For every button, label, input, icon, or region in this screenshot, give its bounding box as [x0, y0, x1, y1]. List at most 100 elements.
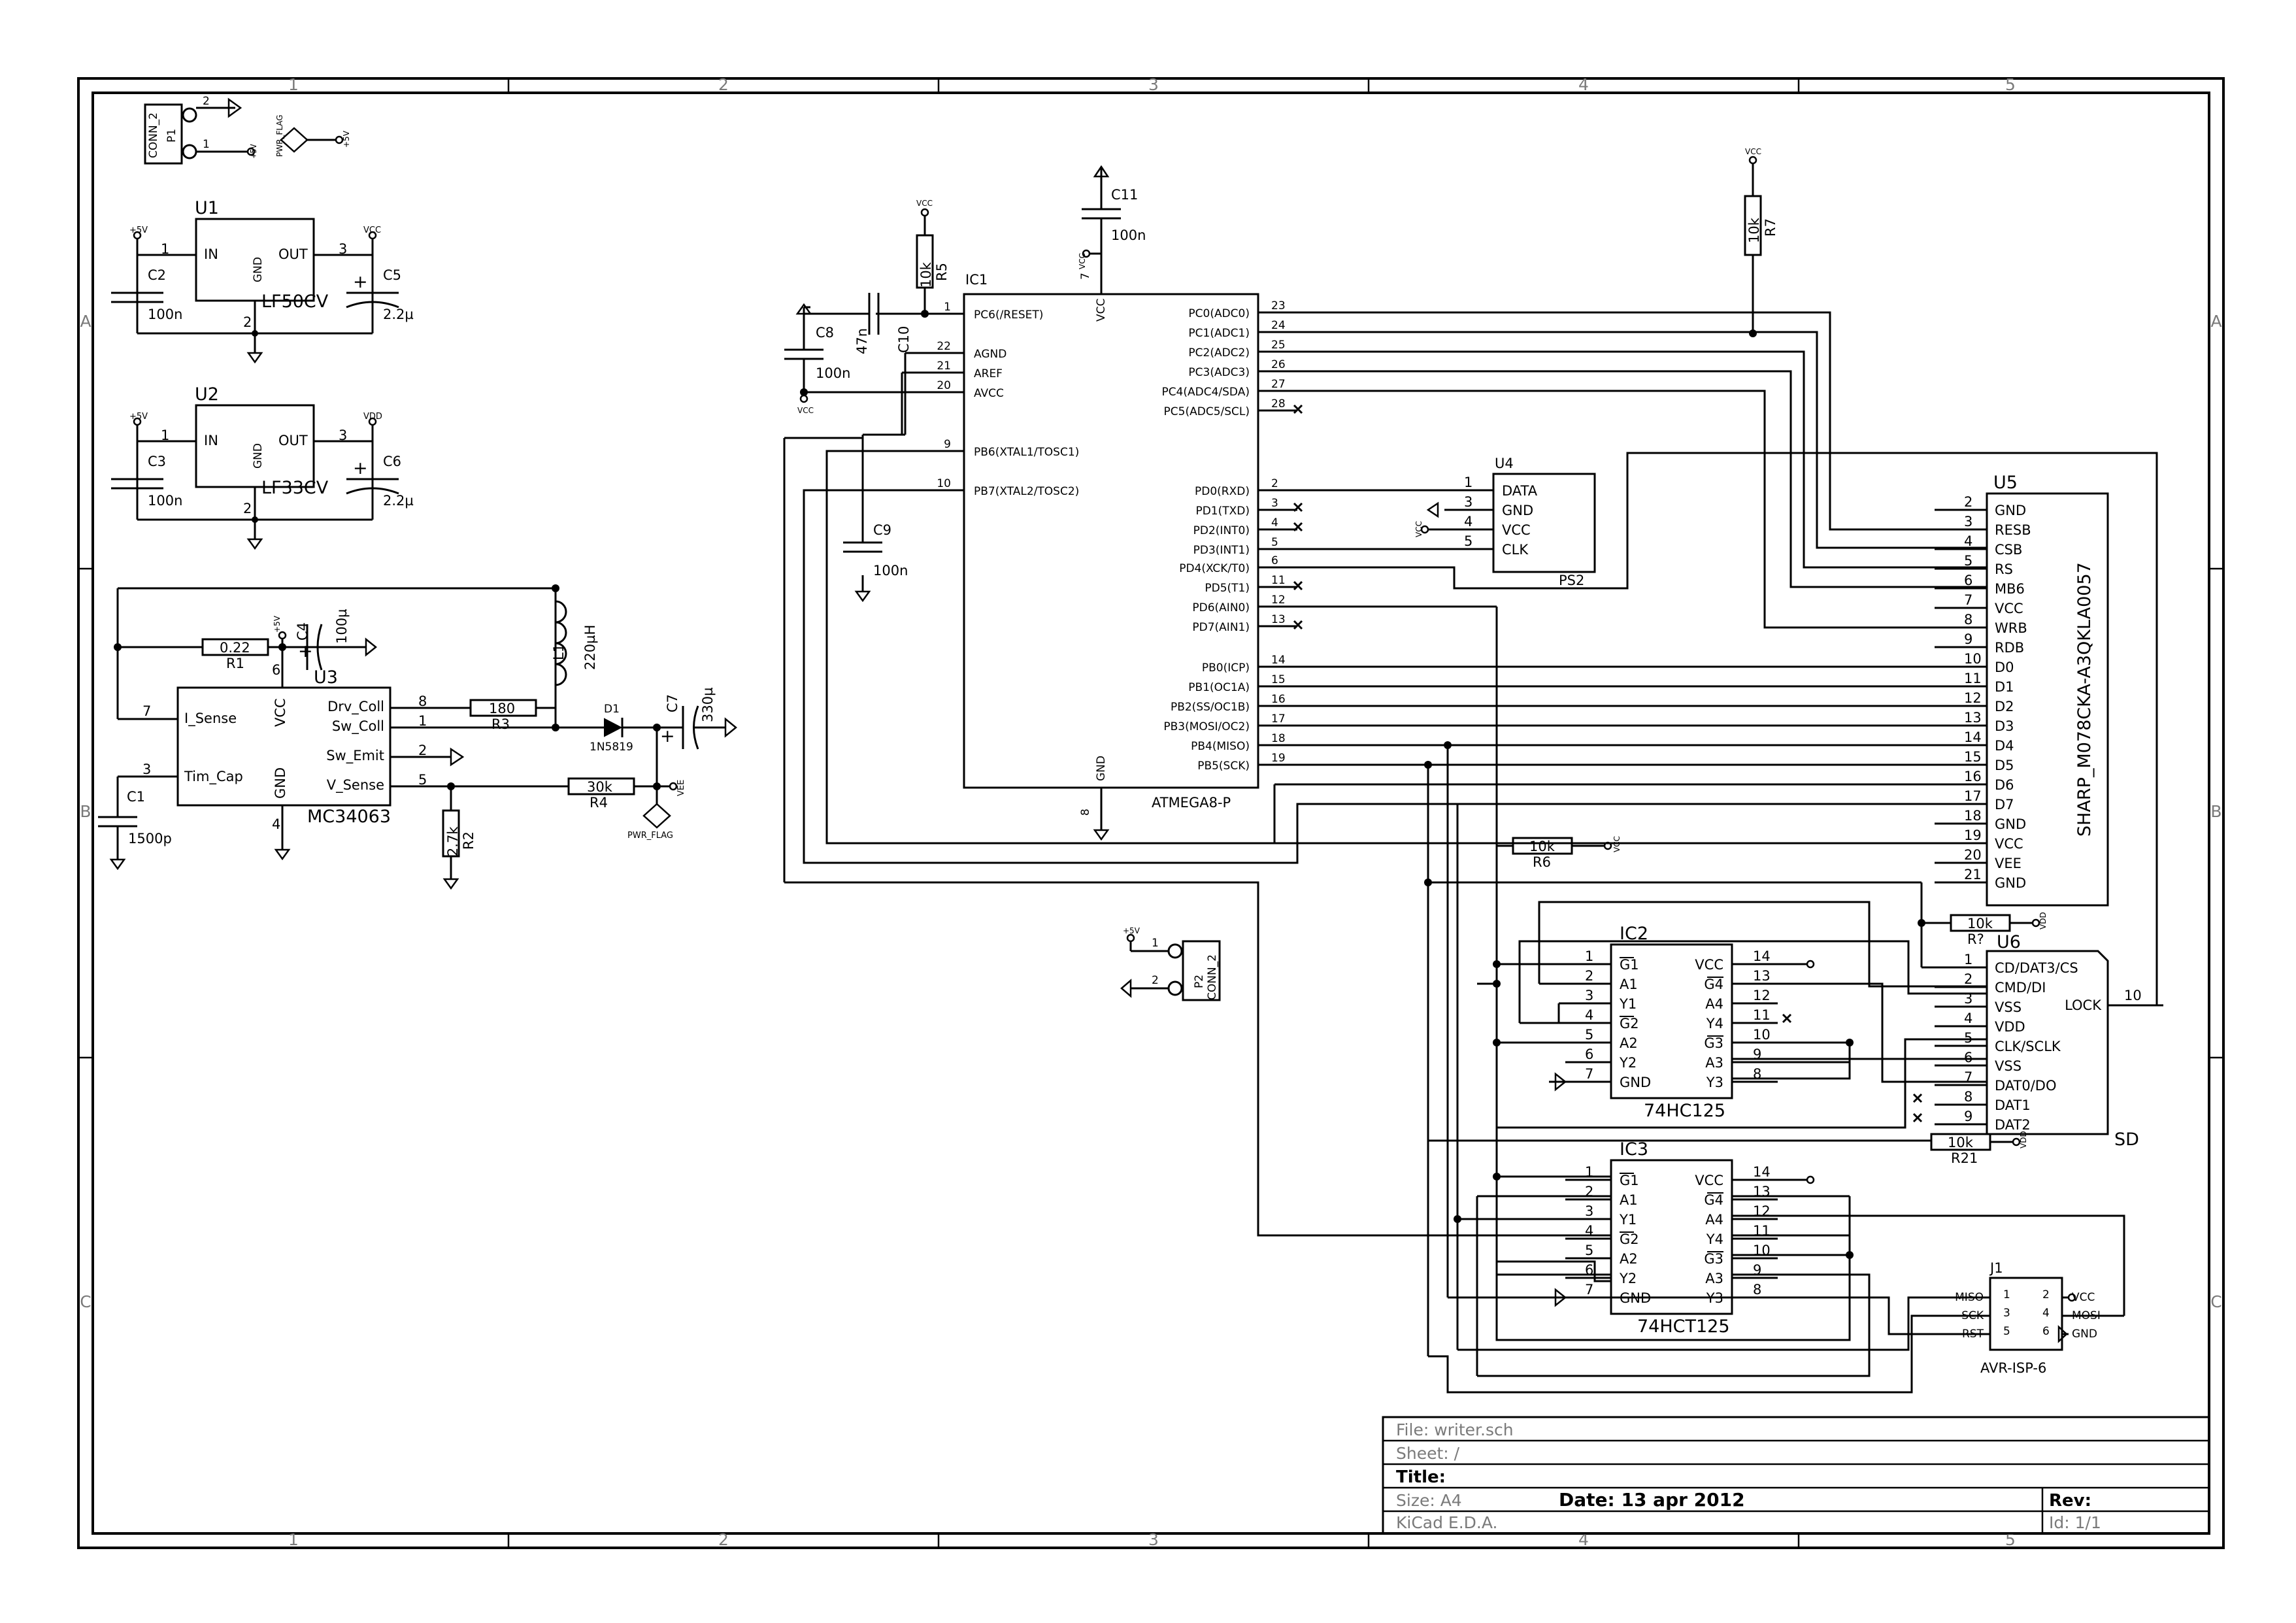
p1-ref: P1 [165, 129, 178, 142]
ic3-pin-name: Y4 [1706, 1231, 1723, 1247]
u6-pin-name: VDD [1995, 1019, 2025, 1035]
title-id: Id: 1/1 [2049, 1513, 2101, 1532]
ic1-pin-number: 1 [944, 301, 951, 314]
ic3-pin-name: G1 [1620, 1173, 1639, 1188]
ic1-pin-name: PB1(OC1A) [1188, 681, 1250, 694]
ic1-pin-name: PD1(TXD) [1195, 505, 1250, 518]
inductor-l1: L1 220µH [551, 600, 598, 686]
u1-pin1: 1 [161, 241, 169, 257]
u5-pin-name: D1 [1995, 679, 2014, 695]
u6-lock-name: LOCK [2065, 997, 2102, 1013]
u2-in-power: +5V [129, 412, 148, 422]
diode-d1: D1 1N5819 [590, 703, 657, 754]
u1-ref: U1 [195, 198, 219, 218]
col-label-bottom: 4 [1578, 1530, 1589, 1549]
c5-plus: + [353, 272, 368, 292]
u5-pin-number: 9 [1964, 631, 1972, 647]
resistor-r-unnamed: 10k R? VDD [1950, 912, 2048, 947]
u5-pin-number: 11 [1964, 671, 1982, 686]
p2-pin2: 2 [1152, 974, 1159, 987]
col-label-top: 2 [718, 75, 729, 94]
u3-value: MC34063 [307, 807, 391, 827]
r1-value: 0.22 [220, 640, 250, 656]
c6-value: 2.2µ [383, 493, 414, 509]
u5-pin-number: 12 [1964, 690, 1982, 706]
u3-pin-name: Drv_Coll [327, 699, 384, 715]
ic1-pin-name: AVCC [974, 387, 1004, 400]
ic3-pin-name: VCC [1695, 1173, 1723, 1188]
ic1-gnd-pin: 8 [1079, 809, 1092, 816]
resistor-r7: 10k R7 VCC [1744, 147, 1778, 337]
u5-pin-number: 19 [1964, 828, 1982, 843]
ic1-ref: IC1 [965, 272, 988, 288]
u5-pin-name: D0 [1995, 660, 2014, 675]
u5-pin-number: 18 [1964, 808, 1982, 824]
ic2-pin-number: 3 [1585, 988, 1593, 1003]
u3-vcc-power: +5V [273, 615, 282, 633]
u4-pin-number: 4 [1464, 514, 1472, 529]
ic2-pin-name: GND [1620, 1075, 1651, 1090]
d1-ref: D1 [604, 703, 620, 716]
c4-value: 100µ [334, 609, 350, 644]
display-u5: U5 SHARP_M078CKA-A3QKLA0057 GND2RESB3CSB… [1935, 473, 2109, 907]
u3-network: +5V [114, 584, 657, 890]
r6-ref: R6 [1533, 854, 1551, 870]
ic1-pin-name: PB6(XTAL1/TOSC1) [974, 446, 1079, 459]
ic1-pin-number: 9 [944, 438, 951, 451]
ic1-pin-name: PD6(AIN0) [1192, 601, 1250, 614]
regulator-u1: U1 IN OUT GND LF50CV 1 3 2 +5V VCC [129, 198, 381, 364]
ic1-pin-name: AGND [974, 348, 1007, 361]
connector-j1-isp: J1 AVR-ISP-6 MISO SCK RST VCC MOSI GND 1… [1948, 1260, 2124, 1376]
c2-value: 100n [148, 307, 182, 322]
title-tool: KiCad E.D.A. [1396, 1513, 1497, 1532]
u6-lock-pin: 10 [2124, 988, 2142, 1003]
ic3-value: 74HCT125 [1637, 1316, 1730, 1337]
u1-in-power: +5V [129, 226, 148, 235]
row-label-right: B [2210, 802, 2221, 821]
r4-ref: R4 [590, 795, 608, 811]
row-label-right: C [2210, 1292, 2221, 1311]
u5-pin-number: 10 [1964, 651, 1982, 667]
connector-p1: 2 1 CONN_2 P1 +5V [144, 95, 258, 165]
col-label-bottom: 5 [2005, 1530, 2016, 1549]
ic1-pin-name: PB5(SCK) [1197, 760, 1250, 773]
ic1-pin-name: PC6(/RESET) [974, 309, 1043, 322]
ic2-pin-name: Y4 [1706, 1016, 1723, 1031]
ic3-pin-name: G2 [1620, 1231, 1639, 1247]
col-label-bottom: 3 [1148, 1530, 1159, 1549]
j1-pin: 2 [2042, 1288, 2050, 1301]
ic1-pin-name: PC5(ADC5/SCL) [1164, 405, 1250, 418]
u3-pin-number: 8 [418, 694, 427, 709]
c5-value: 2.2µ [383, 307, 414, 322]
ic1-support: VCC VCC VCC [795, 165, 1110, 603]
u3-pin-number: 7 [142, 703, 151, 719]
j1-pin: 5 [2003, 1325, 2010, 1338]
capacitor-c5: + C5 2.2µ [346, 267, 414, 322]
u5-pin-number: 8 [1964, 612, 1972, 627]
u3-pin-number: 1 [418, 713, 427, 729]
u4-pin-name: DATA [1502, 483, 1538, 499]
capacitor-c8: C8 100n [784, 325, 850, 381]
ic1-pin-number: 25 [1271, 339, 1286, 352]
ic3-pin-number: 8 [1753, 1282, 1761, 1297]
u4-pin-name: VCC [1502, 522, 1531, 538]
u5-pin-name: GND [1995, 503, 2026, 518]
ic3-pin-name: G3 [1704, 1251, 1723, 1267]
ic1-pin-number: 11 [1271, 574, 1286, 587]
u2-value: LF33CV [261, 478, 329, 498]
u5-pin-number: 17 [1964, 788, 1982, 804]
row-label-left: C [80, 1292, 91, 1311]
ic1-vcc-power: VCC [1078, 253, 1087, 269]
capacitor-c2: C2 100n [111, 267, 182, 322]
ic1-pin-number: 14 [1271, 654, 1286, 667]
u4-pin-number: 5 [1464, 533, 1472, 549]
u5-pin-number: 3 [1964, 514, 1972, 529]
ic2-pin-number: 10 [1753, 1027, 1771, 1043]
u6-pin-number: 1 [1964, 952, 1972, 967]
ic2-pin-name: G4 [1704, 977, 1723, 992]
ic1-pin-name: PD2(INT0) [1193, 524, 1250, 537]
ic1-vcc-name: VCC [1095, 299, 1108, 322]
ic3-pin-number: 14 [1753, 1164, 1771, 1180]
u5-pin-name: RESB [1995, 522, 2031, 538]
